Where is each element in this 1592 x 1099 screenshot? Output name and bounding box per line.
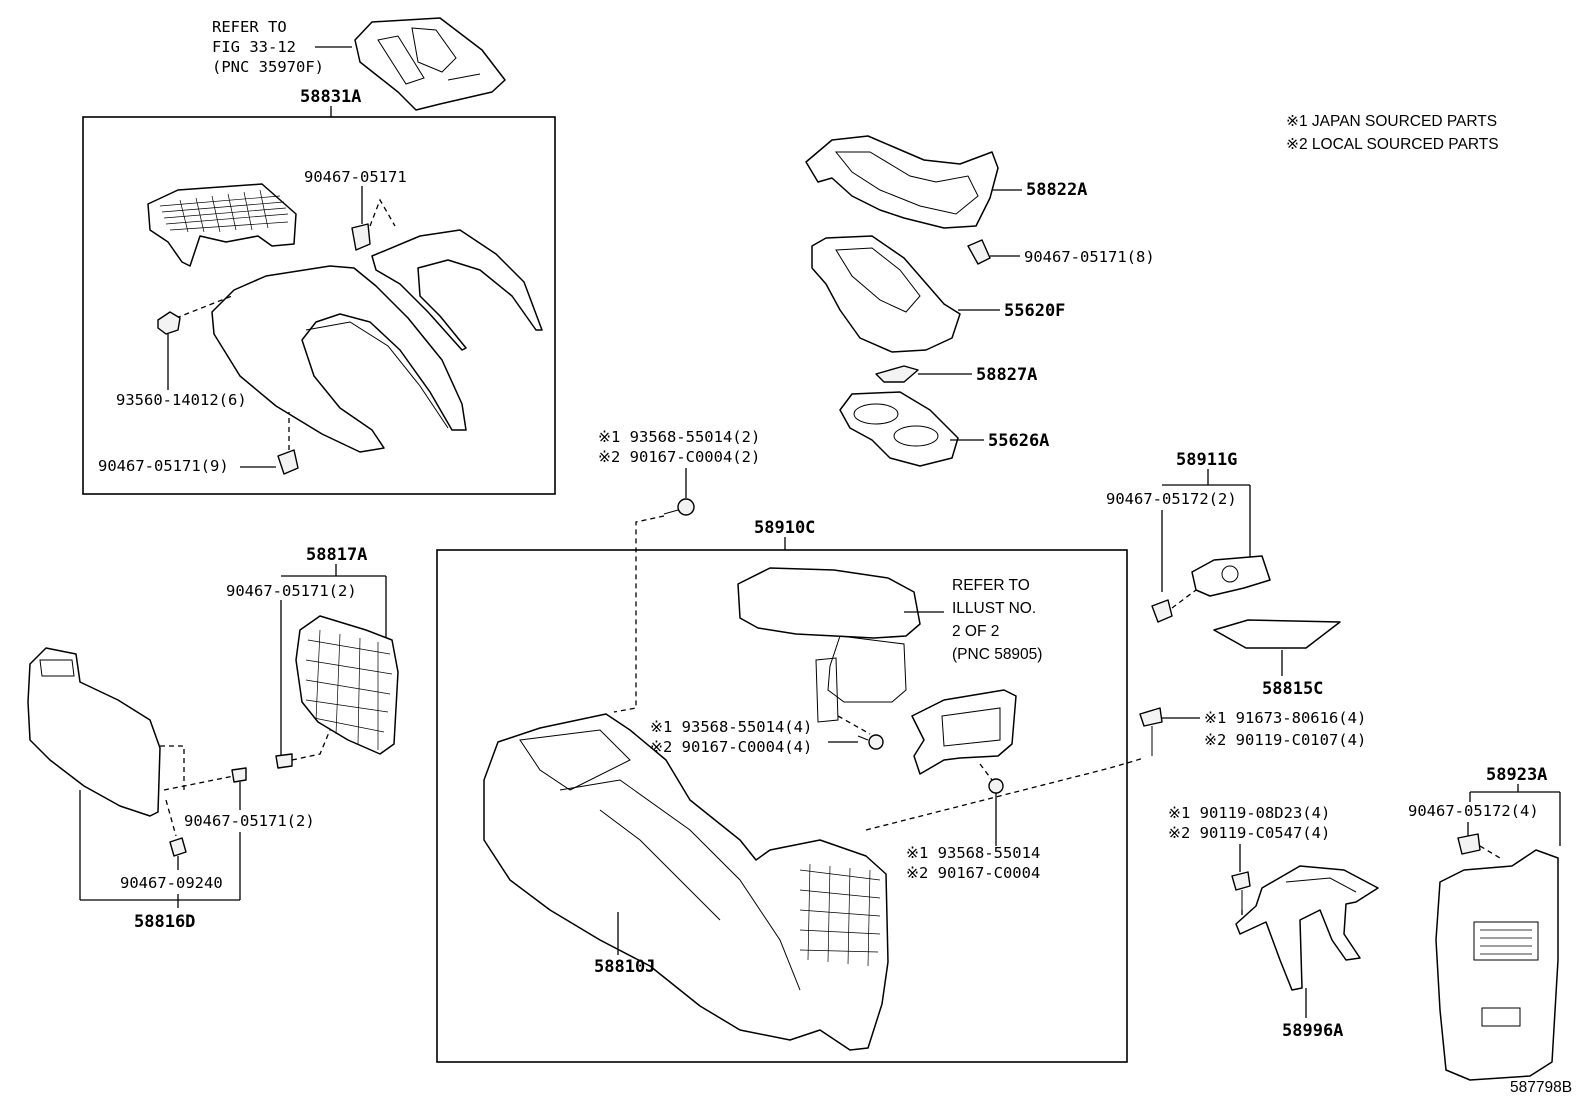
- refer-illust-line4: (PNC 58905): [952, 646, 1042, 663]
- clip-90467-09240: [169, 837, 187, 857]
- hinge-bracket: [911, 689, 1017, 775]
- legend-note-1: ※1 JAPAN SOURCED PARTS: [1286, 113, 1497, 130]
- shift-bezel-part: [354, 17, 506, 111]
- console-side-trim-right: [371, 229, 543, 351]
- legend-note-2: ※2 LOCAL SOURCED PARTS: [1286, 136, 1499, 153]
- cup-holder-55626A: [839, 391, 959, 467]
- part-58815C: 58815C: [1262, 679, 1323, 699]
- part-90119-c0547-2: ※2 90119-C0547(4): [1168, 824, 1330, 842]
- bracket-58996A: [1235, 865, 1379, 991]
- clip-90467-05172-2: [1151, 599, 1173, 623]
- side-panel-58817A: [295, 615, 399, 755]
- console-body-58810J: [483, 713, 889, 1051]
- part-93568-top-1: ※1 93568-55014(2): [598, 428, 760, 446]
- part-90467-05171-2a: 90467-05171(2): [226, 582, 357, 600]
- part-58996A: 58996A: [1282, 1021, 1343, 1041]
- group-58923A-label: 58923A: [1486, 765, 1547, 785]
- part-90467-05171-2b: 90467-05171(2): [184, 812, 315, 830]
- console-upper-box-58822A: [805, 135, 999, 229]
- switch-panel-58911G: [1191, 555, 1271, 597]
- group-58831A-box: [82, 116, 556, 495]
- part-90167-top-2: ※2 90167-C0004(2): [598, 448, 760, 466]
- bolt-58996A: [1231, 871, 1251, 910]
- part-90119-c0107-2: ※2 90119-C0107(4): [1204, 731, 1366, 749]
- group-58911G-label: 58911G: [1176, 450, 1237, 470]
- part-55626A: 55626A: [988, 431, 1049, 451]
- refer-illust-line3: 2 OF 2: [952, 623, 999, 640]
- part-90467-05171-8: 90467-05171(8): [1024, 248, 1155, 266]
- refer-top-line3: (PNC 35970F): [212, 58, 324, 76]
- insert-58827A: [875, 365, 919, 383]
- part-90167-mid-2: ※2 90167-C0004: [906, 864, 1040, 882]
- part-93568-4-1: ※1 93568-55014(4): [650, 718, 812, 736]
- mat-58815C: [1213, 619, 1341, 649]
- bolt-hinge: [988, 778, 1004, 794]
- part-90467-05171-a: 90467-05171: [304, 168, 407, 186]
- clip-90467-05171-9: [277, 449, 299, 475]
- group-58910C-label: 58910C: [754, 518, 815, 538]
- part-91673-1: ※1 91673-80616(4): [1204, 709, 1366, 727]
- figure-id: 587798B: [1510, 1079, 1572, 1096]
- refer-top-line1: REFER TO: [212, 18, 287, 36]
- side-panel-58816D: [27, 647, 161, 817]
- bolt-armrest: [857, 734, 884, 750]
- part-90467-05172-4: 90467-05172(4): [1408, 802, 1539, 820]
- clip-90467-05171-8: [967, 239, 991, 265]
- refer-illust-line1: REFER TO: [952, 577, 1030, 594]
- clip-90467-05171-2a: [275, 753, 293, 769]
- clip-90467-05171-a: [351, 223, 371, 251]
- part-55620F: 55620F: [1004, 301, 1065, 321]
- console-upper-panel-grille: [147, 183, 297, 267]
- part-58810J: 58810J: [594, 957, 655, 977]
- part-90167-4-2: ※2 90167-C0004(4): [650, 738, 812, 756]
- clip-93560-14012: [157, 311, 181, 335]
- part-93568-mid-1: ※1 93568-55014: [906, 844, 1040, 862]
- group-58910C-box: [436, 549, 1128, 1063]
- clip-90467-05172-4: [1457, 833, 1481, 855]
- part-58827A: 58827A: [976, 365, 1037, 385]
- refer-illust-line2: ILLUST NO.: [952, 600, 1036, 617]
- group-58817A-label: 58817A: [306, 545, 367, 565]
- group-58831A-label: 58831A: [300, 87, 361, 107]
- part-93560-14012: 93560-14012(6): [116, 391, 247, 409]
- screw-91673: [1139, 707, 1163, 756]
- group-58816D-label: 58816D: [134, 912, 195, 932]
- part-58822A: 58822A: [1026, 180, 1087, 200]
- part-90467-09240: 90467-09240: [120, 874, 223, 892]
- bolt-top: [663, 498, 695, 516]
- console-upper-panel-frame: [211, 265, 467, 453]
- part-90467-05171-9: 90467-05171(9): [98, 457, 229, 475]
- rear-panel-58923A: [1435, 849, 1559, 1081]
- armrest-lid: [737, 567, 921, 723]
- console-box-55620F: [811, 235, 961, 353]
- clip-90467-05171-2b: [231, 767, 247, 783]
- part-90119-08d23-1: ※1 90119-08D23(4): [1168, 804, 1330, 822]
- refer-top-line2: FIG 33-12: [212, 38, 296, 56]
- part-90467-05172-2: 90467-05172(2): [1106, 490, 1237, 508]
